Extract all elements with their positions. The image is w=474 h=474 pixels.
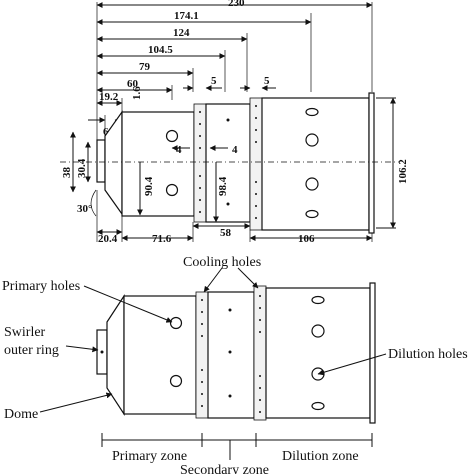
label-primary-holes: Primary holes — [2, 279, 80, 294]
dim-19-2: 19.2 — [99, 91, 119, 103]
label-outer-ring: outer ring — [4, 343, 59, 358]
label-dilution-holes: Dilution holes — [388, 347, 468, 362]
dim-106: 106 — [298, 233, 315, 245]
label-primary-zone: Primary zone — [112, 449, 187, 464]
dim-6: 6 — [103, 126, 109, 138]
dim-230: 230 — [228, 0, 245, 9]
dim-30-4: 30.4 — [76, 158, 88, 178]
bottom-view-drawing: Cooling holes Primary holes Swirler oute… — [2, 255, 468, 474]
combustor-body-bottom — [96, 282, 376, 424]
top-view-drawing: 230 174.1 124 104.5 79 60 19.2 6 5 5 — [60, 0, 409, 245]
label-dome: Dome — [4, 407, 38, 422]
dim-1-6: 1.6 — [131, 86, 143, 100]
dim-60: 60 — [127, 78, 139, 90]
bottom-dimension-lines — [96, 190, 373, 242]
dim-38: 38 — [61, 167, 73, 179]
zone-bracket — [101, 433, 373, 460]
dim-5-b: 5 — [264, 75, 270, 87]
dim-90-4: 90.4 — [143, 176, 155, 196]
dim-58: 58 — [220, 227, 232, 239]
dim-124: 124 — [173, 27, 190, 39]
dim-174-1: 174.1 — [174, 10, 199, 22]
label-cooling-holes: Cooling holes — [183, 255, 261, 270]
dim-106-2: 106.2 — [397, 159, 409, 184]
dim-5-a: 5 — [211, 75, 217, 87]
angle-30: 30° — [77, 203, 92, 215]
combustor-body-top — [60, 92, 400, 234]
dim-104-5: 104.5 — [148, 44, 173, 56]
label-dilution-zone: Dilution zone — [282, 449, 359, 464]
label-swirler: Swirler — [4, 325, 46, 340]
dim-20-4: 20.4 — [98, 233, 118, 245]
dim-71-6: 71.6 — [152, 233, 172, 245]
dim-4-b: 4 — [232, 144, 238, 156]
dim-79: 79 — [139, 61, 151, 73]
dim-98-4: 98.4 — [217, 176, 229, 196]
dim-4-a: 4 — [176, 144, 182, 156]
label-secondary-zone: Secondary zone — [180, 463, 269, 474]
